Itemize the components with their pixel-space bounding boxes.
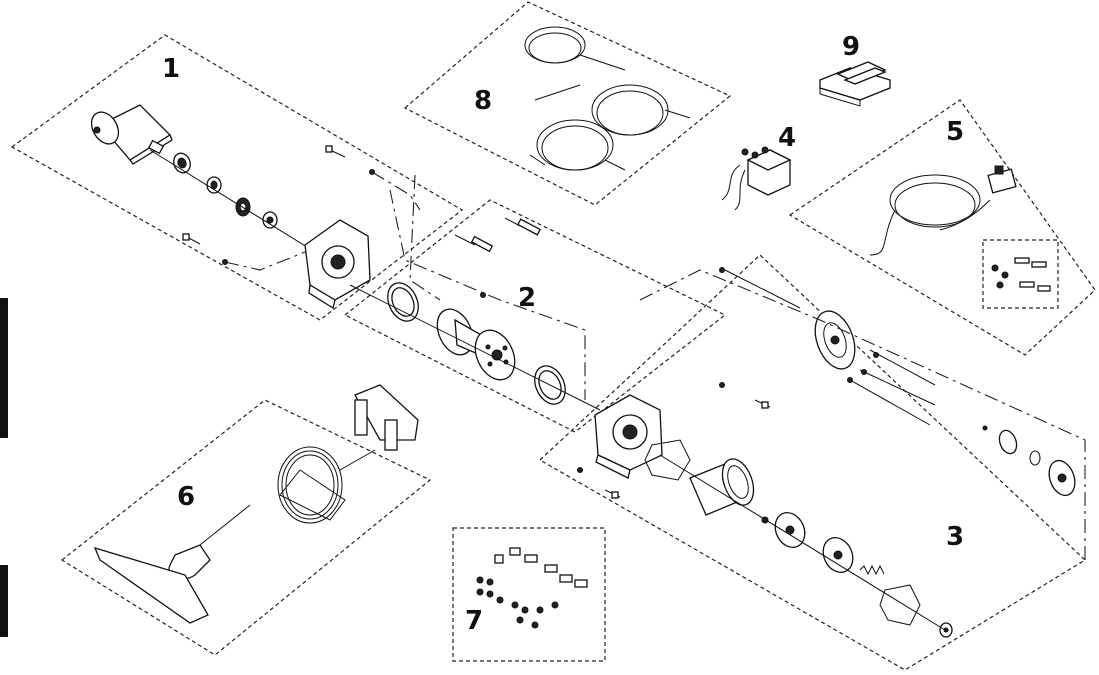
group-6-boundary [60,399,432,656]
drum-icon [436,308,516,381]
nut-bolt-set-icon [476,576,559,629]
brake-plate-icon [814,310,856,370]
group-8-battery-cables [403,1,732,206]
ring-gear-icon [689,458,755,516]
end-housing-icon [304,219,371,310]
hardware-subbox [982,239,1059,309]
bearing-icon [173,152,191,174]
nut-icon [939,622,953,638]
group-1-motor-assembly [10,34,464,321]
cable-coil-icon [277,446,376,524]
cable-icon [591,84,691,136]
hardware-kit-icon [991,257,1051,292]
remote-switch-icon [869,165,1017,256]
bolt-icon [719,382,771,409]
bolt-icon [182,233,228,265]
group-1-boundary [10,34,464,321]
cover-plate-icon [879,584,921,626]
planet-carrier-icon [822,536,854,574]
group-8-boundary [403,1,732,206]
spring-icon [859,564,885,576]
bolt-icon [325,145,375,175]
solenoid-icon [721,146,792,211]
group-2-boundary [343,199,727,433]
cable-icon [529,119,626,171]
left-edge-bar [0,298,8,438]
callout-6: 6 [177,482,196,512]
group-6-cable-hook [60,384,432,656]
package-icon [819,61,891,107]
group-2-drum-assembly [343,174,727,433]
group-5-boundary [788,99,1096,356]
left-edge-bar [0,565,8,637]
callout-5: 5 [946,117,965,147]
group-5-remote-control [788,99,1096,356]
group-3-gearbox-assembly [538,254,1086,671]
clutch-icon [982,425,1076,497]
group-9-fuse-pack [819,61,891,107]
coupler-icon [206,176,222,194]
fairlead-icon [354,384,419,451]
spacer-icon [262,211,278,229]
cable-icon [524,26,626,101]
gear-housing-icon [594,394,663,479]
callout-2: 2 [518,283,537,313]
group-4-solenoid [721,146,792,211]
group-7-hardware-kit [452,527,606,662]
callout-4: 4 [778,123,797,153]
terminal-boot-icon [494,547,588,588]
tie-rod-icon [719,267,936,426]
tie-rod-icon [454,217,541,253]
hook-icon [168,504,251,580]
callout-1: 1 [162,54,181,84]
callout-8: 8 [474,86,493,116]
callout-7: 7 [465,606,484,636]
group-7-boundary [452,527,606,662]
gasket-icon [644,439,691,481]
bolt-icon [577,467,621,499]
motor-icon [90,104,173,165]
planet-carrier-icon [774,511,806,549]
callout-9: 9 [842,32,861,62]
callout-3: 3 [946,522,965,552]
strap-icon [93,546,209,624]
